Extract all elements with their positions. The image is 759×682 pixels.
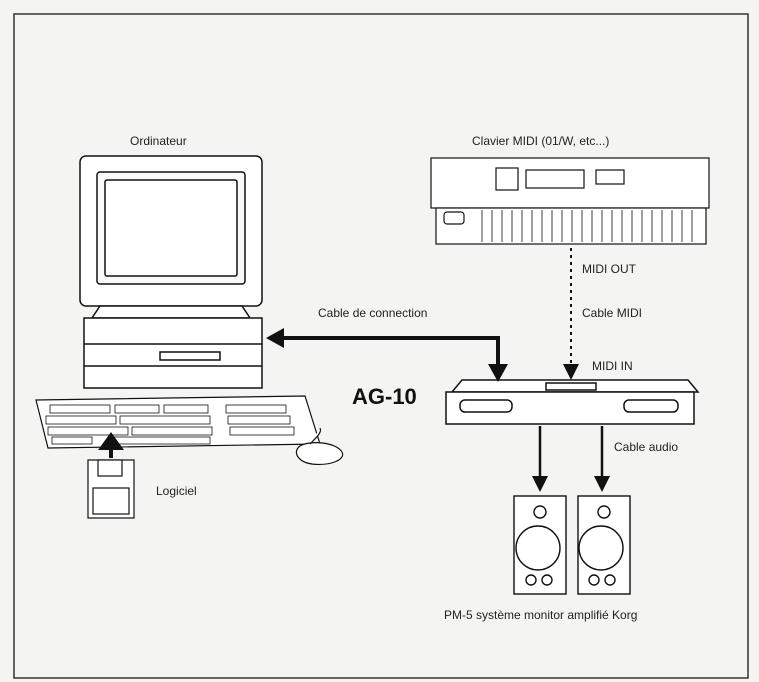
- audio-cable-right-arrow: [594, 426, 610, 492]
- computer-keyboard-icon: [35, 395, 321, 449]
- connection-cable-label: Cable de connection: [318, 306, 428, 320]
- speakers-label: PM-5 système monitor amplifié Korg: [444, 608, 638, 622]
- audio-cable-label: Cable audio: [614, 440, 679, 454]
- software-label: Logiciel: [156, 484, 197, 498]
- ag10-device-icon: [445, 379, 700, 425]
- connection-cable-arrow: [266, 328, 508, 382]
- midi-cable-arrow: [563, 248, 579, 380]
- speaker-right-icon: [577, 495, 631, 595]
- midi-cable-label: Cable MIDI: [582, 306, 643, 320]
- midi-out-label: MIDI OUT: [582, 262, 636, 276]
- mouse-icon: [295, 427, 344, 465]
- computer-label: Ordinateur: [130, 134, 187, 148]
- midi-keyboard-icon: [430, 157, 710, 245]
- software-arrow: [98, 432, 124, 458]
- audio-cable-left-arrow: [532, 426, 548, 492]
- outer-frame: [13, 13, 749, 679]
- speaker-left-icon: [513, 495, 567, 595]
- floppy-disk-icon: [87, 459, 135, 519]
- midi-keyboard-label: Clavier MIDI (01/W, etc...): [472, 134, 610, 148]
- computer-icon: [79, 155, 263, 389]
- device-label: AG-10: [352, 384, 417, 409]
- midi-in-label: MIDI IN: [592, 359, 633, 373]
